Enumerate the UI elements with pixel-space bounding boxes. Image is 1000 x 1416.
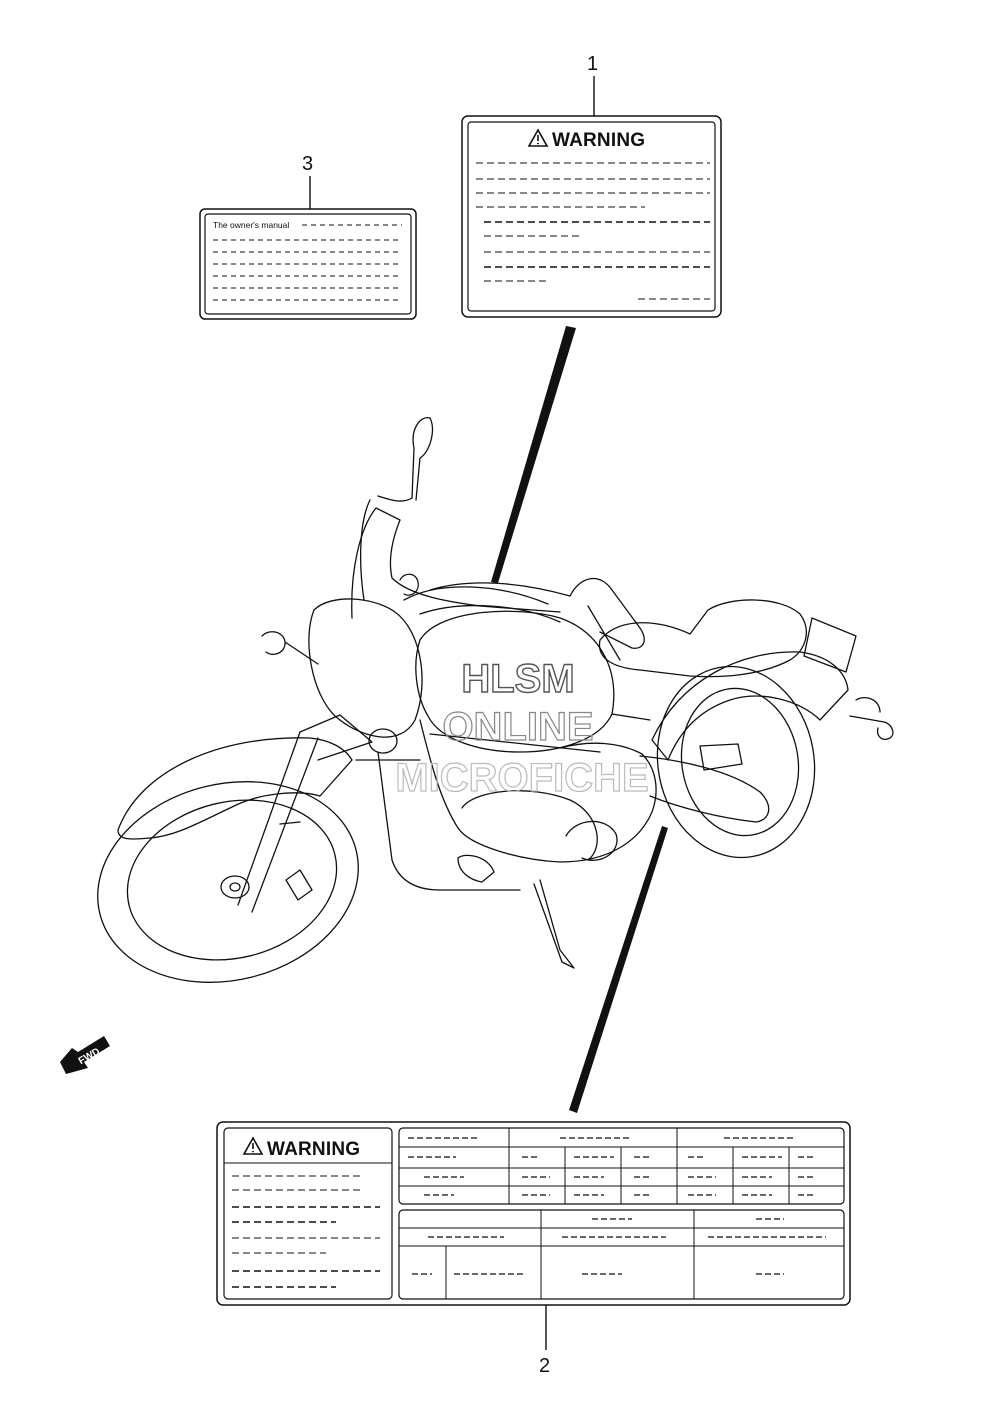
callout-3[interactable]: 3 xyxy=(302,153,313,209)
label-table-lower xyxy=(398,1209,845,1300)
owners-manual-placeholder-lines xyxy=(213,224,402,301)
callout-1[interactable]: 1 xyxy=(587,53,598,116)
watermark-line-2: ONLINE xyxy=(442,705,593,749)
callout-number-3: 3 xyxy=(302,153,313,175)
warning-title-bottom: WARNING xyxy=(267,1139,360,1160)
owners-manual-text: The owner's manual xyxy=(213,220,289,230)
headlight xyxy=(308,598,423,738)
callout-number-1: 1 xyxy=(587,53,598,75)
warning-label-top[interactable]: WARNING xyxy=(461,115,722,318)
warning-triangle-icon xyxy=(242,1136,264,1155)
motorcycle-illustration xyxy=(97,417,894,983)
engine xyxy=(419,719,657,863)
leader-line-2 xyxy=(569,826,668,1113)
callout-2[interactable]: 2 xyxy=(539,1305,550,1377)
label-table-upper xyxy=(398,1127,845,1205)
watermark: HLSM ONLINE MICROFICHE xyxy=(395,656,650,800)
handlebar xyxy=(351,507,561,619)
watermark-line-3: MICROFICHE xyxy=(395,756,648,800)
fuel-tank xyxy=(415,610,615,753)
seat xyxy=(598,599,807,678)
owners-manual-label[interactable]: The owner's manual xyxy=(199,208,417,320)
fwd-text: FWD xyxy=(77,1046,102,1067)
warning-title-top: WARNING xyxy=(552,130,645,151)
front-wheel xyxy=(97,781,359,983)
warning-bottom-placeholder-lines xyxy=(232,1175,380,1288)
fwd-arrow-icon: FWD xyxy=(60,1036,110,1074)
front-fender xyxy=(117,737,353,840)
front-fork xyxy=(237,731,319,913)
rear-fender xyxy=(651,651,849,761)
warning-top-placeholder-lines xyxy=(476,162,710,300)
exhaust xyxy=(639,755,770,823)
watermark-line-1: HLSM xyxy=(461,657,574,701)
kickstand xyxy=(533,879,575,969)
rear-wheel xyxy=(656,665,816,859)
warning-label-bottom[interactable]: WARNING xyxy=(216,1121,851,1306)
callout-number-2: 2 xyxy=(539,1355,550,1377)
warning-triangle-icon xyxy=(527,128,549,147)
mirror xyxy=(411,417,434,501)
leader-line-1 xyxy=(491,326,576,583)
